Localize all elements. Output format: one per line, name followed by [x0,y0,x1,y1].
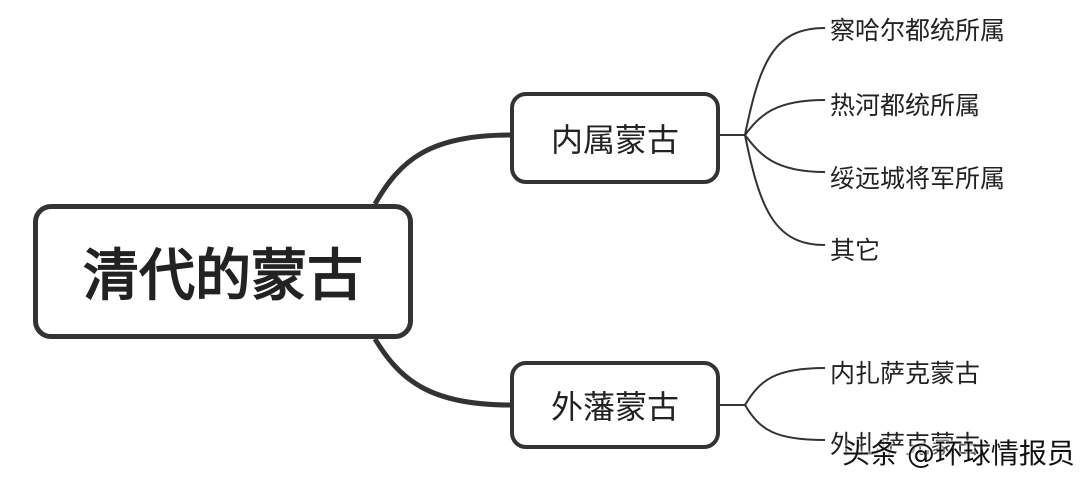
leaf-node-suiyuan[interactable]: 绥远城将军所属 [830,164,1006,193]
connector-root-branch2 [372,337,511,408]
connector-branch1-leaf3 [744,134,826,173]
connector-branch2-leaf2 [744,404,826,441]
leaf-node-other[interactable]: 其它 [830,236,881,265]
leaf-node-outer-jasagh[interactable]: 外扎萨克蒙古 [830,430,981,459]
connector-root-branch1 [372,132,511,206]
root-node[interactable]: 清代的蒙古 [33,204,413,339]
watermark: 头条 @环球情报员 [842,437,1075,470]
branch-node-outer-mongolia[interactable]: 外藩蒙古 [510,361,720,449]
leaf-node-rehe[interactable]: 热河都统所属 [830,91,981,120]
connector-branch2-leaf1 [744,367,826,406]
leaf-node-chahar[interactable]: 察哈尔都统所属 [830,16,1006,45]
branch-node-inner-mongolia[interactable]: 内属蒙古 [510,92,720,184]
connector-branch1-leaf4 [744,134,826,246]
connector-branch1-leaf1 [744,27,826,136]
connector-branch1-leaf2 [744,99,826,136]
leaf-node-inner-jasagh[interactable]: 内扎萨克蒙古 [830,359,981,388]
